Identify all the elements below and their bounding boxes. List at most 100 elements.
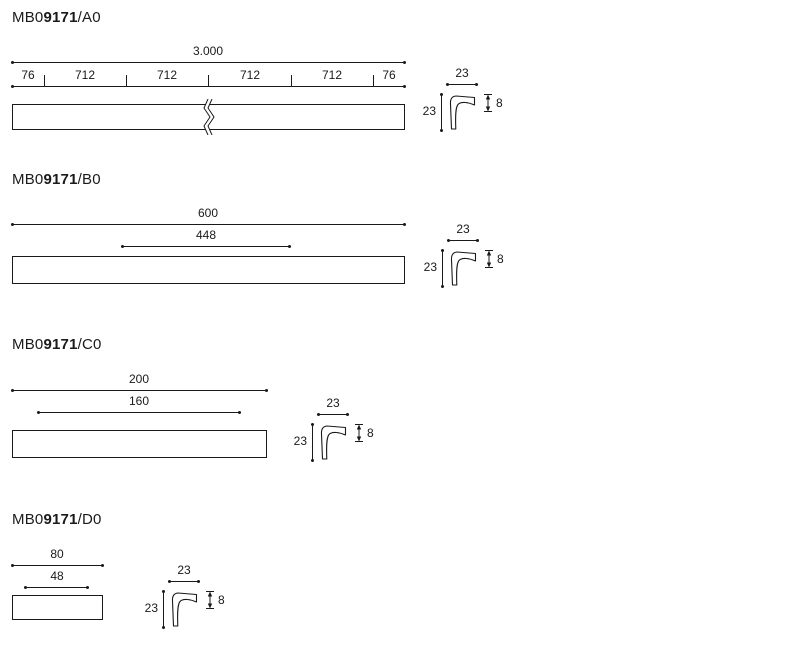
dim-tick	[373, 75, 374, 87]
overall-length-label-b0: 600	[197, 206, 219, 220]
handle-front-view-d0	[12, 595, 103, 620]
profile-lip-label-d0: 8	[218, 593, 225, 607]
segment-label-a0: 76	[382, 68, 396, 82]
segment-label-a0: 712	[239, 68, 261, 82]
dim-dot	[476, 239, 479, 242]
profile-width-label-a0: 23	[455, 66, 469, 80]
variant-title-a0: MB09171/A0	[12, 9, 101, 26]
hole-spacing-label-b0: 448	[195, 228, 217, 242]
dim-dot	[446, 83, 449, 86]
profile-width-dimline-d0	[168, 580, 200, 583]
variant-title-d0: MB09171/D0	[12, 511, 102, 528]
profile-width-label-c0: 23	[326, 396, 340, 410]
handle-front-view-b0	[12, 256, 405, 284]
dim-dot	[162, 590, 165, 593]
hole-spacing-dimline-c0	[37, 411, 241, 414]
dim-dot	[11, 564, 14, 567]
segment-label-a0: 712	[156, 68, 178, 82]
profile-height-dimline-d0	[162, 590, 165, 629]
overall-length-dimline-d0	[11, 564, 104, 567]
dim-tick	[44, 75, 45, 87]
profile-width-dimline-b0	[447, 239, 479, 242]
dim-dot	[168, 580, 171, 583]
variant-title-b0: MB09171/B0	[12, 171, 101, 188]
code-prefix: MB0	[12, 511, 44, 528]
code-number: 9171	[43, 336, 78, 353]
code-prefix: MB0	[12, 171, 44, 188]
dim-dot	[162, 626, 165, 629]
segment-label-a0: 712	[74, 68, 96, 82]
code-number: 9171	[43, 171, 78, 188]
profile-lip-label-a0: 8	[496, 96, 503, 110]
dim-dot	[403, 223, 406, 226]
segment-label-a0: 76	[21, 68, 35, 82]
overall-length-label-c0: 200	[128, 372, 150, 386]
dim-dot	[101, 564, 104, 567]
hole-spacing-dimline-d0	[24, 586, 89, 589]
dim-dot	[440, 129, 443, 132]
dim-dot	[24, 586, 27, 589]
dim-dot	[441, 249, 444, 252]
profile-section-view-b0	[450, 251, 477, 286]
lip-dimension-arrow-c0	[355, 424, 363, 442]
lip-dimension-arrow-d0	[206, 591, 214, 609]
handle-front-view-c0	[12, 430, 267, 458]
profile-width-dimline-a0	[446, 83, 478, 86]
profile-height-label-c0: 23	[293, 434, 307, 448]
dim-dot	[447, 239, 450, 242]
profile-height-dimline-a0	[440, 93, 443, 132]
profile-height-label-b0: 23	[423, 260, 437, 274]
lip-dimension-arrow-a0	[484, 94, 492, 112]
profile-lip-label-c0: 8	[367, 426, 374, 440]
dim-dot	[11, 61, 14, 64]
profile-width-label-d0: 23	[177, 563, 191, 577]
dim-tick	[208, 75, 209, 87]
dim-dot	[311, 459, 314, 462]
code-prefix: MB0	[12, 336, 44, 353]
dim-dot	[11, 85, 14, 88]
dim-dot	[440, 93, 443, 96]
dim-dot	[403, 85, 406, 88]
dim-dot	[288, 245, 291, 248]
profile-section-view-a0	[449, 95, 476, 130]
code-variant: /A0	[77, 9, 101, 26]
overall-length-label-d0: 80	[50, 547, 64, 561]
segment-label-a0: 712	[321, 68, 343, 82]
code-number: 9171	[43, 9, 78, 26]
profile-height-label-d0: 23	[144, 601, 158, 615]
dim-dot	[441, 285, 444, 288]
code-prefix: MB0	[12, 9, 44, 26]
profile-height-label-a0: 23	[422, 104, 436, 118]
dim-dot	[11, 389, 14, 392]
profile-height-dimline-b0	[441, 249, 444, 288]
profile-width-label-b0: 23	[456, 222, 470, 236]
code-variant: /C0	[77, 336, 102, 353]
dim-dot	[197, 580, 200, 583]
profile-section-view-c0	[320, 425, 347, 460]
dim-tick	[291, 75, 292, 87]
profile-lip-label-b0: 8	[497, 252, 504, 266]
overall-length-label-a0: 3.000	[192, 44, 224, 58]
overall-length-dimline-a0	[11, 61, 406, 64]
dim-dot	[11, 223, 14, 226]
dim-dot	[86, 586, 89, 589]
overall-length-dimline-c0	[11, 389, 268, 392]
dim-dot	[265, 389, 268, 392]
profile-height-dimline-c0	[311, 423, 314, 462]
code-variant: /D0	[77, 511, 102, 528]
dim-dot	[317, 413, 320, 416]
overall-length-dimline-b0	[11, 223, 406, 226]
variant-title-c0: MB09171/C0	[12, 336, 102, 353]
hole-spacing-label-c0: 160	[128, 394, 150, 408]
dim-dot	[346, 413, 349, 416]
code-number: 9171	[43, 511, 78, 528]
profile-section-view-d0	[171, 592, 198, 627]
code-variant: /B0	[77, 171, 101, 188]
hole-spacing-dimline-b0	[121, 245, 291, 248]
segments-dimline-a0	[11, 75, 406, 88]
break-symbol	[203, 99, 215, 135]
lip-dimension-arrow-b0	[485, 250, 493, 268]
dim-dot	[37, 411, 40, 414]
hole-spacing-label-d0: 48	[50, 569, 64, 583]
